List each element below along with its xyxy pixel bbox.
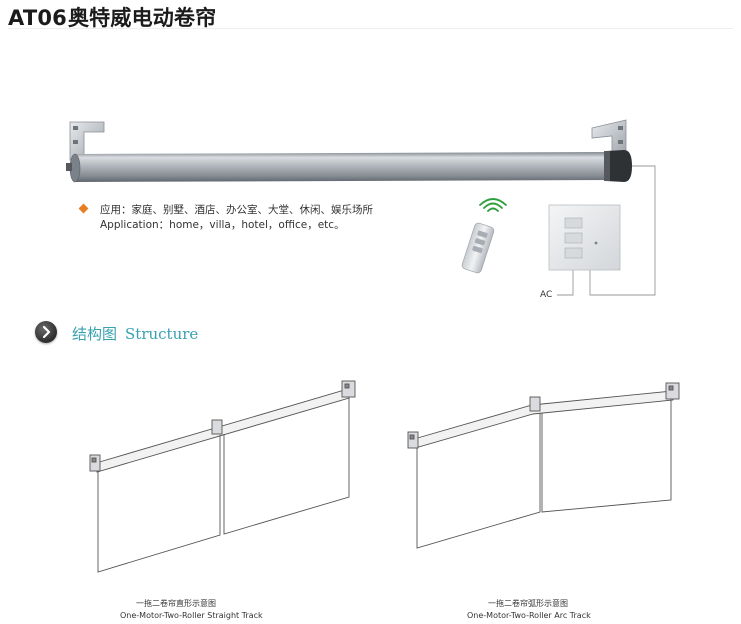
model-number: AT06: [8, 6, 67, 30]
diagram-caption-en: One-Motor-Two-Roller Arc Track: [467, 611, 591, 620]
page-title: AT06奥特威电动卷帘: [8, 2, 216, 32]
motor-wire: [589, 165, 656, 296]
diagram-caption-cn: 一拖二卷帘直形示意图: [136, 599, 216, 608]
motor-tube: [66, 150, 632, 183]
remote-control: [461, 222, 495, 274]
wireless-signal-icon: [479, 198, 507, 212]
wall-switch: [548, 204, 621, 271]
structure-heading: 结构图 Structure: [72, 323, 198, 344]
application-text-en: Application：home，villa，hotel，office，etc。: [100, 219, 345, 231]
ac-label: AC: [540, 290, 553, 300]
application-text-cn: 应用：家庭、别墅、酒店、办公室、大堂、休闲、娱乐场所: [100, 204, 373, 216]
product-name: 奥特威电动卷帘: [67, 6, 217, 30]
diagram-caption-cn: 一拖二卷帘弧形示意图: [488, 599, 568, 608]
diagram-straight-track: [89, 380, 356, 573]
chevron-right-icon: [35, 321, 57, 343]
structure-heading-en: Structure: [125, 325, 199, 343]
left-mounting-bracket: [69, 121, 105, 161]
diagram-caption-en: One-Motor-Two-Roller Straight Track: [120, 611, 263, 620]
diagram-arc-track: [407, 382, 680, 549]
structure-heading-cn: 结构图: [72, 325, 118, 343]
ac-wire: [557, 270, 574, 296]
title-divider: [8, 28, 733, 29]
